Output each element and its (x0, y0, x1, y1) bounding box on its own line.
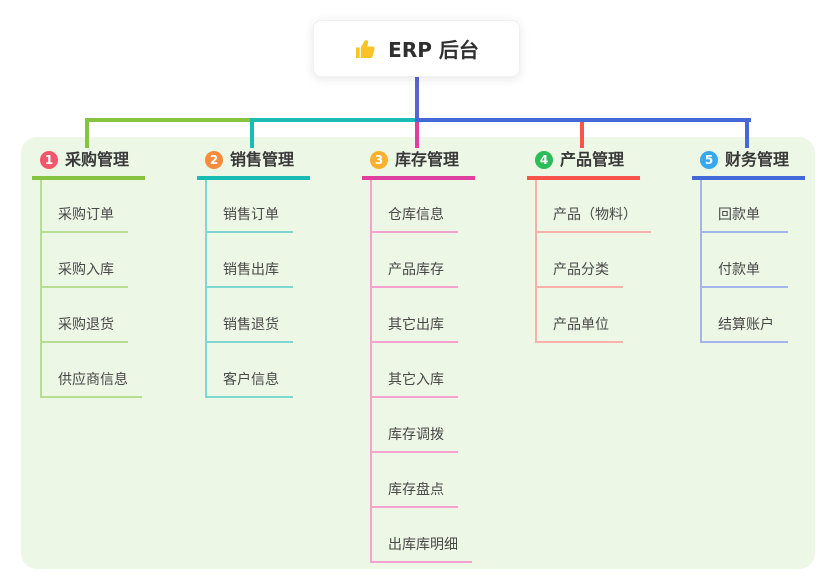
branch-title-label: 库存管理 (395, 150, 460, 169)
thumbs-up-icon (356, 39, 375, 58)
branch-items: 回款单付款单结算账户 (700, 180, 788, 343)
branch-title-label: 财务管理 (725, 150, 790, 169)
tree-node-item[interactable]: 供应商信息 (42, 343, 142, 398)
tree-node-item[interactable]: 销售订单 (207, 180, 293, 233)
tree-node-item[interactable]: 采购退货 (42, 288, 128, 343)
tree-node-item[interactable]: 其它出库 (372, 288, 458, 343)
drop-branch-4 (580, 122, 584, 148)
drop-branch-5 (745, 118, 749, 148)
branch-4: 4 产品管理产品（物料）产品分类产品单位 (527, 148, 651, 343)
branch-title[interactable]: 4 产品管理 (527, 148, 640, 180)
tree-node-item[interactable]: 出库库明细 (372, 508, 472, 563)
branch-5: 5 财务管理回款单付款单结算账户 (692, 148, 805, 343)
tree-node-item[interactable]: 结算账户 (702, 288, 788, 343)
tree-node-item[interactable]: 产品（物料） (537, 180, 651, 233)
tree-node-item[interactable]: 产品库存 (372, 233, 458, 288)
tree-node-item[interactable]: 采购入库 (42, 233, 128, 288)
branch-title-label: 销售管理 (230, 150, 295, 169)
branch-1: 1 采购管理采购订单采购入库采购退货供应商信息 (32, 148, 145, 398)
tree-node-item[interactable]: 采购订单 (42, 180, 128, 233)
tree-node-item[interactable]: 产品单位 (537, 288, 623, 343)
root-connector (415, 77, 419, 118)
rail-branch-2 (252, 118, 421, 122)
branch-title[interactable]: 3 库存管理 (362, 148, 475, 180)
branch-items: 销售订单销售出库销售退货客户信息 (205, 180, 293, 398)
tree-node-item[interactable]: 销售退货 (207, 288, 293, 343)
branch-title[interactable]: 1 采购管理 (32, 148, 145, 180)
tree-node-item[interactable]: 回款单 (702, 180, 788, 233)
rail-branch-5 (415, 118, 751, 122)
branches-panel (21, 137, 815, 569)
tree-node-item[interactable]: 其它入库 (372, 343, 458, 398)
tree-node-item[interactable]: 付款单 (702, 233, 788, 288)
branch-items: 仓库信息产品库存其它出库其它入库库存调拨库存盘点出库库明细 (370, 180, 472, 563)
drop-branch-1 (85, 118, 89, 148)
branch-number-badge: 2 (205, 151, 223, 169)
drop-branch-2 (250, 118, 254, 148)
branch-2: 2 销售管理销售订单销售出库销售退货客户信息 (197, 148, 310, 398)
tree-node-item[interactable]: 库存盘点 (372, 453, 458, 508)
branch-title[interactable]: 5 财务管理 (692, 148, 805, 180)
tree-node-item[interactable]: 产品分类 (537, 233, 623, 288)
drop-branch-3 (415, 122, 419, 148)
root-node[interactable]: ERP 后台 (313, 20, 520, 77)
root-title: ERP 后台 (388, 38, 479, 62)
branch-number-badge: 5 (700, 151, 718, 169)
branch-title[interactable]: 2 销售管理 (197, 148, 310, 180)
branch-3: 3 库存管理仓库信息产品库存其它出库其它入库库存调拨库存盘点出库库明细 (362, 148, 475, 563)
branch-title-label: 采购管理 (65, 150, 130, 169)
tree-node-item[interactable]: 销售出库 (207, 233, 293, 288)
branch-number-badge: 4 (535, 151, 553, 169)
tree-node-item[interactable]: 库存调拨 (372, 398, 458, 453)
branch-title-label: 产品管理 (560, 150, 625, 169)
tree-node-item[interactable]: 仓库信息 (372, 180, 458, 233)
branch-items: 产品（物料）产品分类产品单位 (535, 180, 651, 343)
tree-node-item[interactable]: 客户信息 (207, 343, 293, 398)
branch-number-badge: 3 (370, 151, 388, 169)
branch-number-badge: 1 (40, 151, 58, 169)
branch-items: 采购订单采购入库采购退货供应商信息 (40, 180, 142, 398)
